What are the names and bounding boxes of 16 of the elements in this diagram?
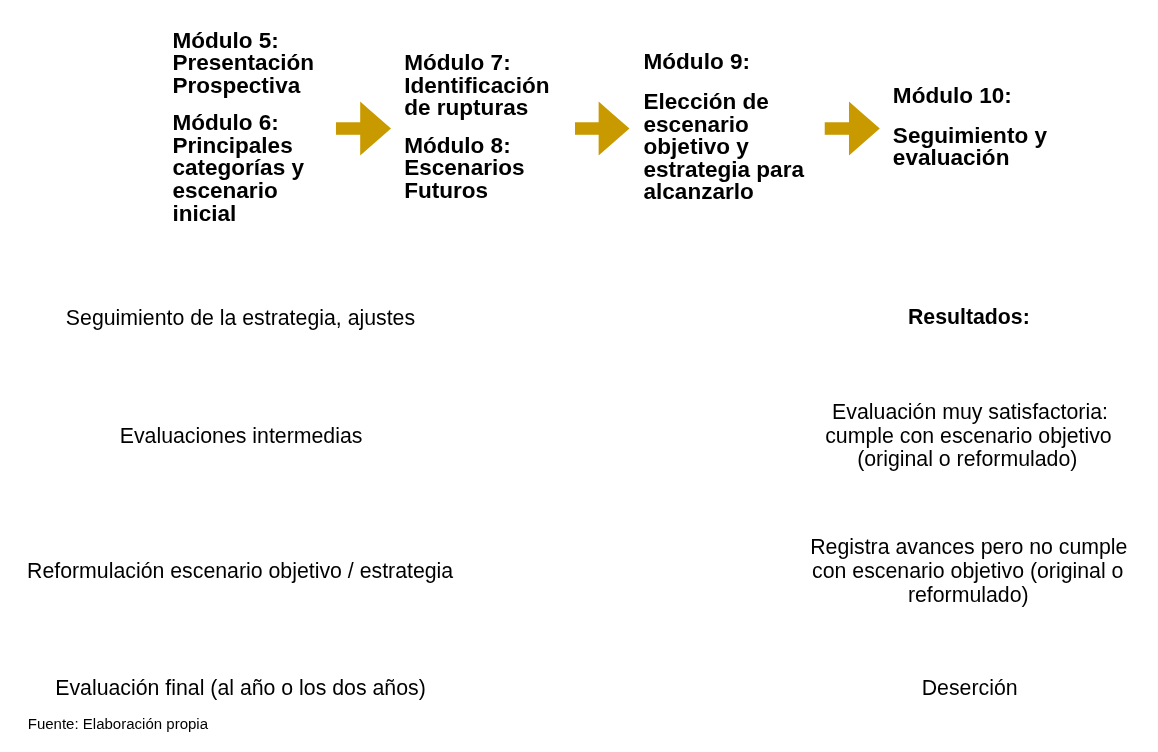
label: Reformulación escenario objetivo / estrategia xyxy=(27,558,454,583)
arrow xyxy=(335,101,391,156)
label: Registra avances pero no cumple con escenario objetivo (original o reformulado) xyxy=(810,535,1128,607)
node-text: Módulo 10: Seguimiento y evaluación xyxy=(892,82,1047,171)
node-text: Módulo 7: Identificación de rupturas Módulo 8: Escenarios Futuros xyxy=(404,50,550,203)
arrow xyxy=(824,101,880,156)
caption: Fuente: Elaboración propia xyxy=(27,715,209,733)
label: Seguimiento de la estrategia, ajustes xyxy=(65,306,416,331)
label: Deserción xyxy=(921,676,1018,701)
node-text: Módulo 5: Presentación Prospectiva Módulo 6: Principales categorías y escenario inicial xyxy=(172,27,314,226)
label: Evaluación muy satisfactoria: cumple con escenario objetivo (original o reformulado) xyxy=(825,399,1112,472)
label: Resultados: xyxy=(907,305,1030,330)
node-text: Módulo 9: Elección de escenario objetivo y estrategia para alcanzarlo xyxy=(643,48,804,205)
arrow xyxy=(575,101,630,156)
label: Evaluaciones intermedias xyxy=(119,423,363,448)
label: Evaluación final (al año o los dos años) xyxy=(55,676,426,701)
